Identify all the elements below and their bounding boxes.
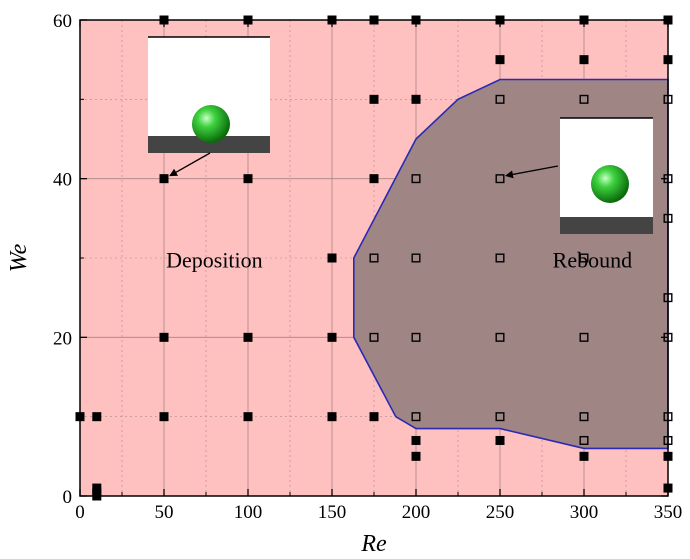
data-point-open [369, 332, 379, 342]
inset-surface [560, 217, 653, 234]
data-point-filled [243, 174, 253, 184]
region-label-rebound: Rebound [553, 248, 632, 273]
data-point-open [495, 412, 505, 422]
data-point-open [495, 332, 505, 342]
data-point-filled [159, 332, 169, 342]
axis-ticks [79, 19, 669, 497]
y-tick-label: 60 [53, 11, 72, 32]
y-axis-title: We [6, 243, 32, 272]
data-point-open [579, 332, 589, 342]
x-axis-title: Re [360, 531, 387, 557]
x-tick-label: 50 [155, 502, 174, 523]
inset-surface [148, 136, 270, 153]
y-tick-label: 20 [53, 328, 72, 349]
data-point-filled [411, 451, 421, 461]
data-point-filled [411, 435, 421, 445]
data-point-open [411, 332, 421, 342]
data-point-open [579, 435, 589, 445]
data-point-filled [411, 94, 421, 104]
data-point-filled [327, 253, 337, 263]
droplet-sphere [192, 105, 230, 143]
region-label-deposition: Deposition [166, 248, 263, 273]
data-point-filled [159, 174, 169, 184]
data-point-open [411, 174, 421, 184]
data-point-filled [369, 174, 379, 184]
inset-pointer-arrow [169, 152, 211, 177]
data-point-filled [159, 412, 169, 422]
data-point-filled [495, 55, 505, 65]
data-point-filled [327, 412, 337, 422]
insets [148, 36, 653, 234]
data-point-filled [579, 55, 589, 65]
data-point-filled [327, 332, 337, 342]
data-point-open [579, 412, 589, 422]
data-point-open [411, 412, 421, 422]
droplet-sphere [591, 165, 629, 203]
x-tick-label: 100 [234, 502, 263, 523]
data-point-filled [243, 412, 253, 422]
data-point-open [495, 94, 505, 104]
data-point-open [369, 253, 379, 263]
data-point-filled [495, 435, 505, 445]
data-point-open [495, 253, 505, 263]
data-point-open [411, 253, 421, 263]
data-point-open [579, 94, 589, 104]
x-tick-label: 200 [402, 502, 431, 523]
x-tick-label: 350 [654, 502, 683, 523]
inset-deposition [148, 36, 270, 177]
x-tick-label: 150 [318, 502, 347, 523]
data-point-filled [369, 94, 379, 104]
y-tick-label: 0 [63, 487, 73, 508]
data-point-filled [92, 412, 102, 422]
y-tick-labels: 0 20 40 60 [53, 11, 72, 508]
x-tick-label: 250 [486, 502, 515, 523]
y-tick-label: 40 [53, 170, 72, 191]
x-tick-label: 300 [570, 502, 599, 523]
data-point-open [495, 174, 505, 184]
data-point-filled [579, 451, 589, 461]
data-point-filled [369, 412, 379, 422]
data-point-open [579, 253, 589, 263]
x-tick-labels: 0 50 100 150 200 250 300 350 [75, 502, 682, 523]
data-point-filled [243, 332, 253, 342]
inset-pointer-arrow [505, 165, 559, 179]
inset-rebound [505, 117, 653, 234]
x-tick-label: 0 [75, 502, 85, 523]
